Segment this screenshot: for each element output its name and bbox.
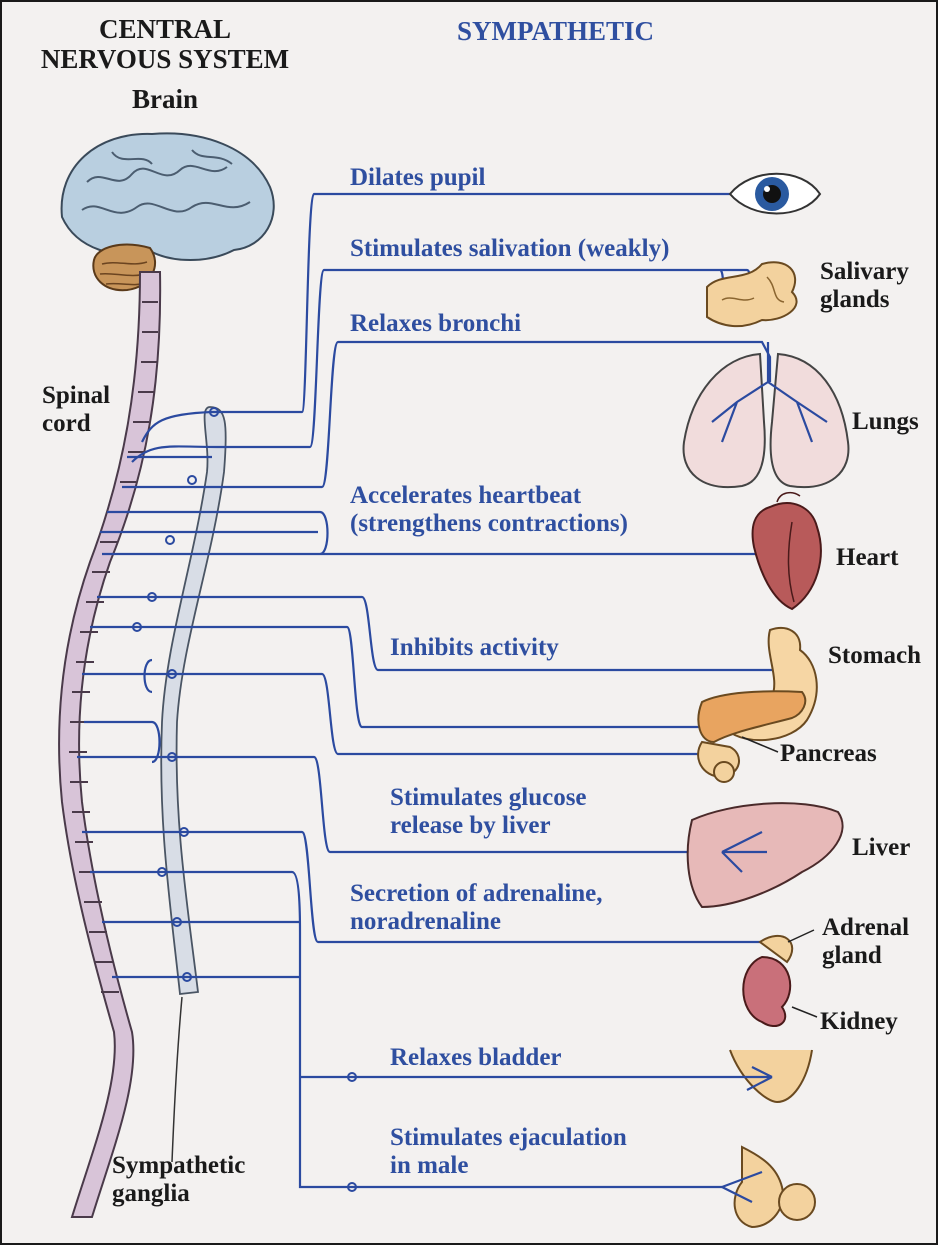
sympathetic-ganglia-label: Sympathetic ganglia (112, 1152, 245, 1208)
pancreas-label: Pancreas (780, 740, 877, 768)
effect-inhibits-activity: Inhibits activity (390, 634, 559, 662)
ganglia-chain (161, 407, 226, 994)
eye-icon (730, 174, 820, 214)
effect-dilates-pupil: Dilates pupil (350, 164, 485, 192)
liver-label: Liver (852, 834, 910, 862)
salivary-glands-icon (707, 262, 797, 326)
effect-relaxes-bronchi: Relaxes bronchi (350, 310, 521, 338)
effect-accelerates-heartbeat: Accelerates heartbeat (strengthens contr… (350, 482, 628, 538)
lungs-icon (684, 342, 849, 487)
effect-glucose-release: Stimulates glucose release by liver (390, 784, 587, 840)
effect-salivation: Stimulates salivation (weakly) (350, 235, 669, 263)
heart-label: Heart (836, 544, 898, 572)
ganglia-pointer (172, 997, 182, 1162)
kidney-label: Kidney (820, 1008, 898, 1036)
bladder-icon (730, 1050, 812, 1102)
spinal-cord-label: Spinal cord (42, 382, 110, 438)
reproductive-organs-icon (722, 1147, 815, 1227)
lungs-label: Lungs (852, 408, 919, 436)
adrenal-gland-label: Adrenal gland (822, 914, 909, 970)
division-title: SYMPATHETIC (457, 16, 654, 46)
stomach-label: Stomach (828, 642, 921, 670)
liver-icon (688, 803, 843, 907)
nerve-pathways (77, 194, 792, 1187)
kidney-icon (743, 930, 817, 1026)
brain-icon (62, 133, 274, 290)
cns-title: CENTRAL NERVOUS SYSTEM (20, 14, 310, 74)
effect-ejaculation: Stimulates ejaculation in male (390, 1124, 627, 1180)
effect-relaxes-bladder: Relaxes bladder (390, 1044, 562, 1072)
effect-adrenaline-secretion: Secretion of adrenaline, noradrenaline (350, 880, 603, 936)
salivary-glands-label: Salivary glands (820, 258, 909, 314)
heart-icon (753, 493, 821, 609)
brain-label: Brain (110, 84, 220, 114)
